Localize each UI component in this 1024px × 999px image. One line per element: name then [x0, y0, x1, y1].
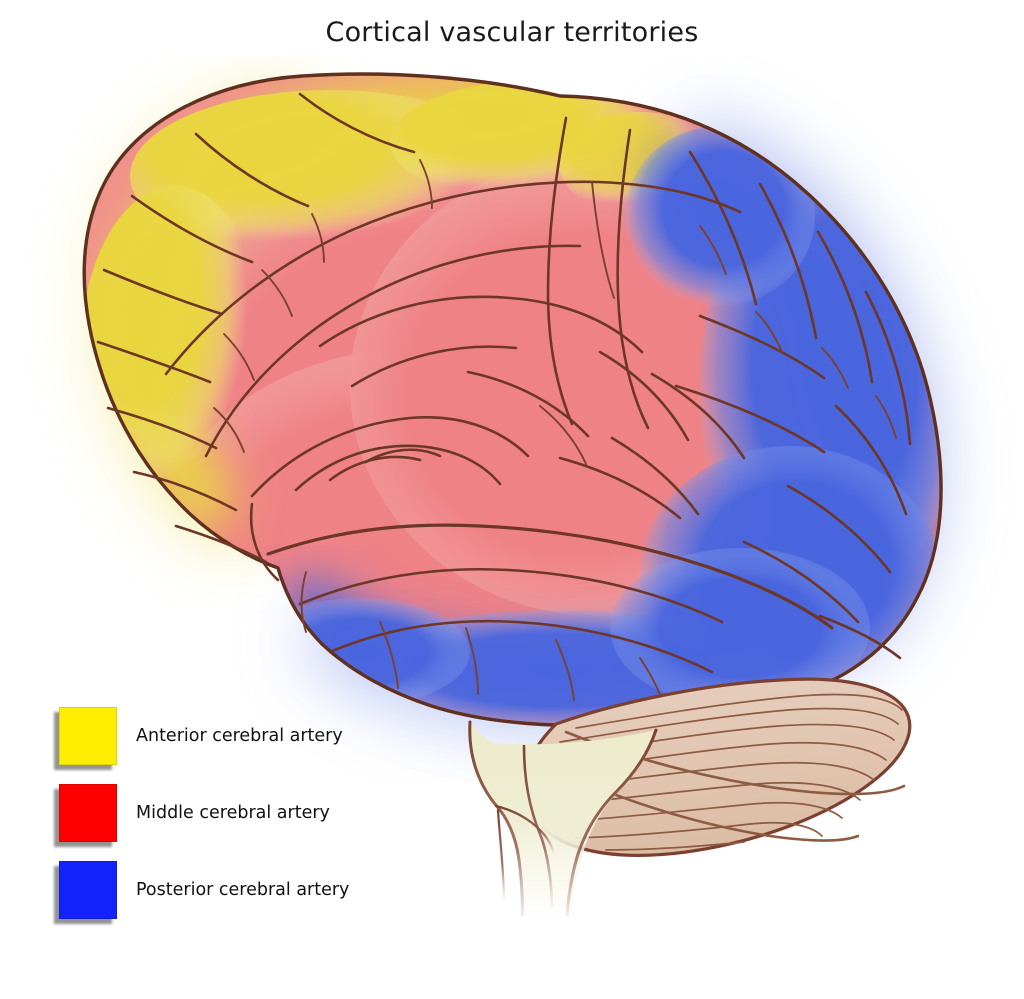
sulci-group	[96, 92, 912, 707]
legend-swatch-posterior	[59, 861, 117, 919]
cerebrum	[82, 72, 943, 728]
legend-item-middle-cerebral-artery: Middle cerebral artery	[54, 783, 474, 860]
legend-label-anterior: Anterior cerebral artery	[136, 726, 343, 746]
legend-label-middle: Middle cerebral artery	[136, 803, 330, 823]
brainstem-body	[469, 722, 656, 916]
brainstem	[468, 720, 658, 916]
brainstem-edge-right	[565, 728, 658, 916]
brain-illustration	[0, 56, 1024, 916]
brainstem-edge-inner	[494, 804, 556, 856]
legend-swatch-anterior	[59, 707, 117, 765]
figure-title: Cortical vascular territories	[325, 17, 699, 48]
cerebrum-outline	[82, 72, 943, 728]
legend-item-posterior-cerebral-artery: Posterior cerebral artery	[54, 860, 474, 937]
legend: Anterior cerebral artery Middle cerebral…	[54, 706, 474, 937]
legend-swatch-middle	[59, 784, 117, 842]
brainstem-edge-mid	[522, 744, 554, 914]
brainstem-edge-inner2	[496, 808, 506, 904]
legend-label-posterior: Posterior cerebral artery	[136, 880, 350, 900]
brainstem-edge-left	[468, 720, 524, 916]
legend-item-anterior-cerebral-artery: Anterior cerebral artery	[54, 706, 474, 783]
